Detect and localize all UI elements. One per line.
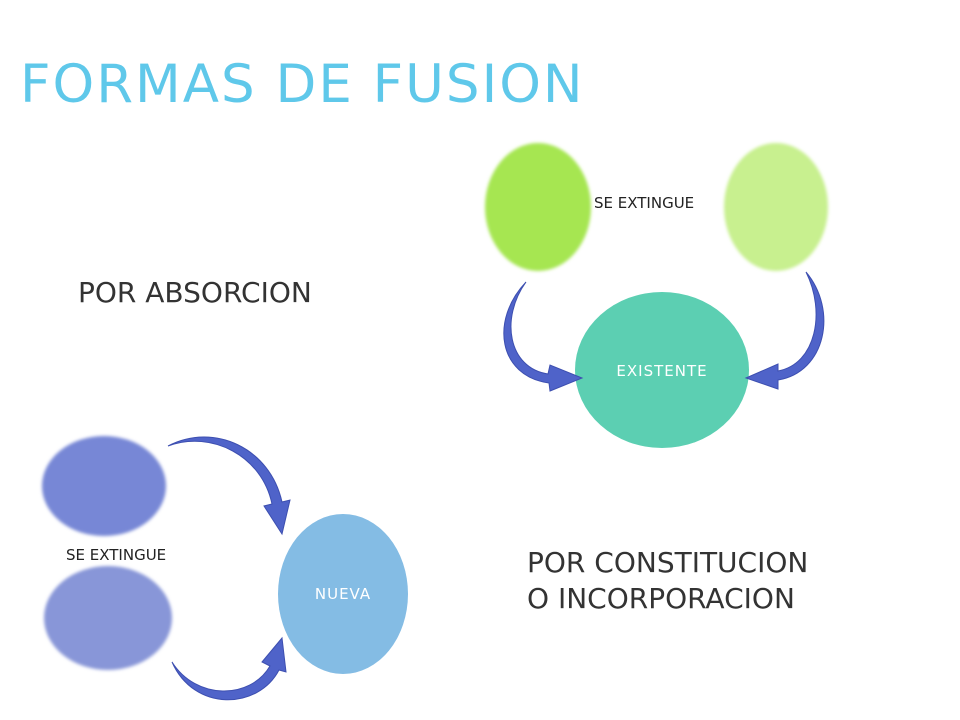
heading-constitucion-line-1: POR CONSTITUCION <box>527 546 809 579</box>
heading-absorcion: POR ABSORCION <box>78 276 312 309</box>
merging-company-circle-bottom <box>44 566 172 670</box>
heading-constitucion-line-2: O INCORPORACION <box>527 582 795 615</box>
existing-company-label: EXISTENTE <box>616 362 707 380</box>
extinguish-label-constitucion: SE EXTINGUE <box>66 546 167 564</box>
curved-arrow-left <box>503 281 584 392</box>
absorbed-company-circle <box>485 143 591 271</box>
slide-title: FORMAS DE FUSION <box>20 54 585 115</box>
curved-arrow-bottom <box>171 636 287 701</box>
merging-company-circle-top <box>42 436 166 536</box>
curved-arrow-top <box>167 436 291 536</box>
new-company-circle <box>278 514 408 674</box>
extinguish-label-absorcion: SE EXTINGUE <box>594 194 695 212</box>
curved-arrow-right <box>744 271 825 390</box>
new-company-label: NUEVA <box>315 585 371 603</box>
absorbed-company-circle-2 <box>724 143 828 271</box>
existing-company-circle <box>575 292 749 448</box>
heading-constitucion: POR CONSTITUCION O INCORPORACION <box>527 545 808 617</box>
